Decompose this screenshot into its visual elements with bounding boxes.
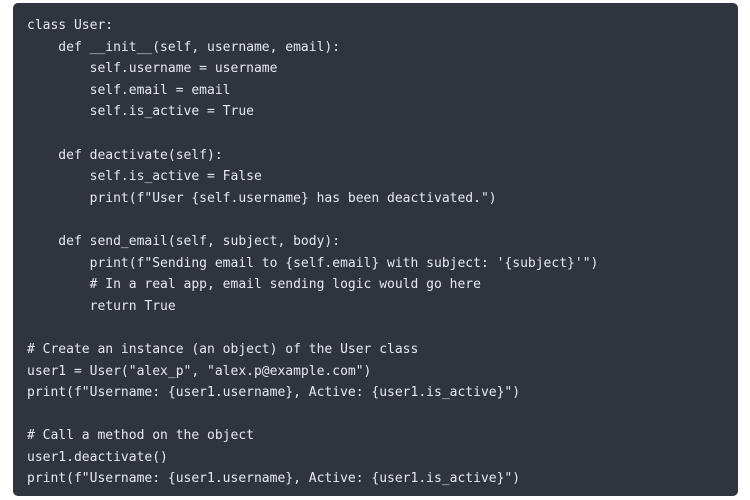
code-line-blank bbox=[27, 123, 738, 145]
code-line: print(f"User {self.username} has been de… bbox=[27, 190, 497, 206]
code-line: self.is_active = False bbox=[27, 169, 262, 185]
code-line: print(f"Username: {user1.username}, Acti… bbox=[27, 471, 521, 487]
code-line: class User: bbox=[27, 18, 114, 33]
code-line-blank bbox=[27, 209, 738, 231]
code-line: user1.deactivate() bbox=[27, 449, 168, 465]
code-line: print(f"Sending email to {self.email} wi… bbox=[27, 255, 599, 271]
code-comment-line: # Call a method on the object bbox=[27, 428, 254, 444]
code-line-blank bbox=[27, 317, 738, 339]
code-comment-line: # In a real app, email sending logic wou… bbox=[27, 277, 481, 293]
code-comment-line: # Create an instance (an object) of the … bbox=[27, 341, 419, 357]
code-line-blank bbox=[27, 404, 738, 426]
code-line: user1 = User("alex_p", "alex.p@example.c… bbox=[27, 363, 372, 379]
code-line: return True bbox=[27, 298, 176, 314]
code-line: def send_email(self, subject, body): bbox=[27, 233, 341, 249]
code-line: self.email = email bbox=[27, 82, 231, 98]
code-block: class User: def __init__(self, username,… bbox=[13, 3, 738, 496]
code-line: print(f"Username: {user1.username}, Acti… bbox=[27, 385, 521, 401]
code-line: def __init__(self, username, email): bbox=[27, 39, 341, 55]
code-line: self.is_active = True bbox=[27, 104, 254, 120]
code-line: def deactivate(self): bbox=[27, 147, 223, 163]
code-line: self.username = username bbox=[27, 61, 278, 77]
